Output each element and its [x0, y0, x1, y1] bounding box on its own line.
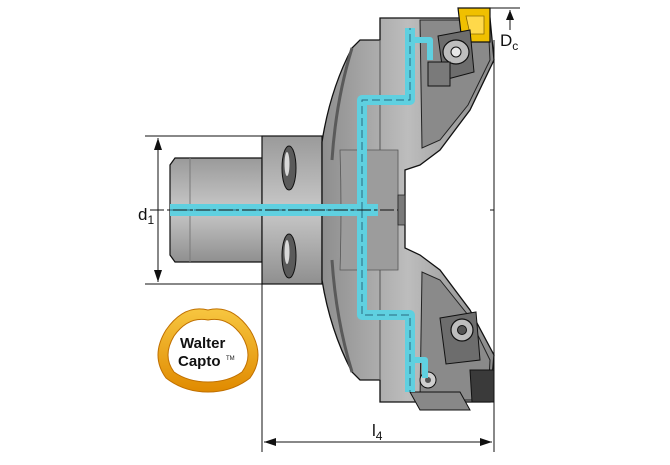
logo-line-walter: Walter [180, 335, 225, 352]
d1-label: d1 [138, 205, 154, 227]
dc-label: Dc [500, 31, 518, 53]
dimension-arrows [154, 10, 514, 446]
walter-capto-logo: Walter Capto TM [157, 308, 259, 393]
logo-trademark: TM [226, 356, 235, 362]
top-insert-assembly [427, 7, 491, 87]
l4-label: l4 [372, 421, 383, 443]
dimension-lines [145, 7, 520, 452]
logo-line-capto: Capto [178, 353, 221, 370]
bottom-insert-assembly [409, 311, 495, 411]
